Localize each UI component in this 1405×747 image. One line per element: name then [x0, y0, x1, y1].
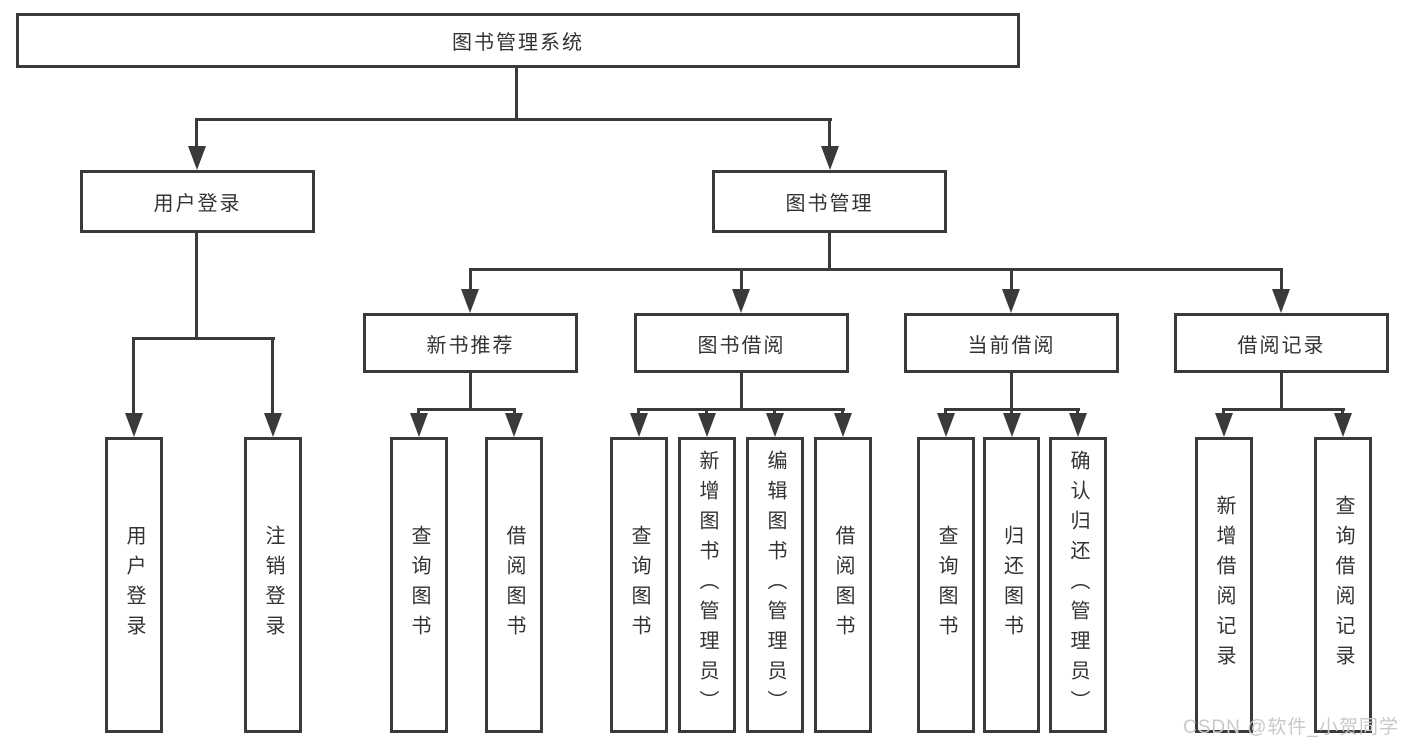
node-newrec-borrow-books-label: 借阅图书	[503, 525, 525, 645]
arrowhead-down-icon	[1069, 413, 1087, 437]
arrowhead-down-icon	[766, 413, 784, 437]
connector-drop-book-borrow	[740, 268, 743, 293]
arrowhead-down-icon	[630, 413, 648, 437]
connector-drop-logout	[271, 337, 274, 417]
node-borrow-records-label: 借阅记录	[1237, 334, 1326, 357]
node-records-add-record: 新增借阅记录	[1195, 437, 1253, 733]
arrowhead-down-icon	[1215, 413, 1233, 437]
node-root-label: 图书管理系统	[452, 32, 584, 54]
node-current-return-books-label: 归还图书	[1000, 525, 1023, 645]
node-new-book-rec: 新书推荐	[363, 313, 578, 373]
node-new-book-rec-label: 新书推荐	[426, 334, 515, 357]
arrowhead-down-icon	[732, 289, 750, 313]
connector-drop-current-borrow	[1010, 268, 1013, 293]
node-user-login-leaf-label: 用户登录	[123, 525, 145, 645]
node-borrow-edit-books-admin: 编辑图书（管理员）	[746, 437, 804, 733]
node-current-return-books: 归还图书	[983, 437, 1040, 733]
connector-book-borrow-stem	[740, 373, 743, 410]
node-newrec-borrow-books: 借阅图书	[485, 437, 543, 733]
arrowhead-down-icon	[410, 413, 428, 437]
node-current-borrow-label: 当前借阅	[967, 334, 1056, 357]
node-borrow-edit-books-admin-label: 编辑图书（管理员）	[764, 450, 786, 720]
connector-user-login-rail	[132, 337, 275, 340]
connector-borrow-records-stem	[1280, 373, 1283, 410]
node-book-mgmt-label: 图书管理	[785, 193, 874, 215]
connector-current-borrow-stem	[1010, 373, 1013, 410]
arrowhead-down-icon	[821, 146, 839, 170]
connector-root-rail	[195, 118, 832, 121]
node-newrec-query-books: 查询图书	[390, 437, 448, 733]
node-book-mgmt: 图书管理	[712, 170, 947, 233]
node-current-confirm-return-admin-label: 确认归还（管理员）	[1067, 450, 1089, 720]
node-borrow-add-books-admin-label: 新增图书（管理员）	[696, 450, 718, 720]
connector-drop-login	[132, 337, 135, 417]
arrowhead-down-icon	[188, 146, 206, 170]
node-borrow-records: 借阅记录	[1174, 313, 1389, 373]
node-root: 图书管理系统	[16, 13, 1020, 68]
node-borrow-borrow-books-label: 借阅图书	[832, 525, 854, 645]
connector-drop-book-mgmt	[828, 118, 831, 152]
node-current-query-books: 查询图书	[917, 437, 975, 733]
arrowhead-down-icon	[264, 413, 282, 437]
connector-book-mgmt-rail	[469, 268, 1283, 271]
node-borrow-add-books-admin: 新增图书（管理员）	[678, 437, 736, 733]
node-logout-leaf: 注销登录	[244, 437, 302, 733]
node-records-query-record: 查询借阅记录	[1314, 437, 1372, 733]
node-borrow-borrow-books: 借阅图书	[814, 437, 872, 733]
node-borrow-query-books: 查询图书	[610, 437, 668, 733]
connector-user-login-stem	[195, 233, 198, 339]
connector-drop-user-login	[195, 118, 198, 152]
node-records-add-record-label: 新增借阅记录	[1213, 495, 1235, 675]
node-book-borrow-label: 图书借阅	[697, 334, 786, 357]
arrowhead-down-icon	[1002, 289, 1020, 313]
arrowhead-down-icon	[937, 413, 955, 437]
node-current-borrow: 当前借阅	[904, 313, 1119, 373]
arrowhead-down-icon	[1003, 413, 1021, 437]
connector-drop-new-book-rec	[469, 268, 472, 293]
node-user-login: 用户登录	[80, 170, 315, 233]
arrowhead-down-icon	[834, 413, 852, 437]
node-logout-leaf-label: 注销登录	[262, 525, 284, 645]
arrowhead-down-icon	[505, 413, 523, 437]
arrowhead-down-icon	[698, 413, 716, 437]
arrowhead-down-icon	[1334, 413, 1352, 437]
arrowhead-down-icon	[1272, 289, 1290, 313]
node-user-login-label: 用户登录	[153, 193, 242, 215]
csdn-watermark: CSDN @软件_小贺同学	[1183, 717, 1399, 738]
connector-new-book-rec-rail	[417, 408, 516, 411]
node-user-login-leaf: 用户登录	[105, 437, 163, 733]
node-current-confirm-return-admin: 确认归还（管理员）	[1049, 437, 1107, 733]
connector-book-borrow-rail	[637, 408, 845, 411]
arrowhead-down-icon	[461, 289, 479, 313]
node-borrow-query-books-label: 查询图书	[628, 525, 650, 645]
node-newrec-query-books-label: 查询图书	[408, 525, 430, 645]
arrowhead-down-icon	[125, 413, 143, 437]
connector-drop-borrow-records	[1280, 268, 1283, 293]
connector-new-book-rec-stem	[469, 373, 472, 410]
connector-book-mgmt-stem	[828, 233, 831, 270]
node-records-query-record-label: 查询借阅记录	[1332, 495, 1354, 675]
connector-borrow-records-rail	[1222, 408, 1345, 411]
node-book-borrow: 图书借阅	[634, 313, 849, 373]
connector-root-stem	[515, 68, 518, 120]
node-current-query-books-label: 查询图书	[935, 525, 957, 645]
